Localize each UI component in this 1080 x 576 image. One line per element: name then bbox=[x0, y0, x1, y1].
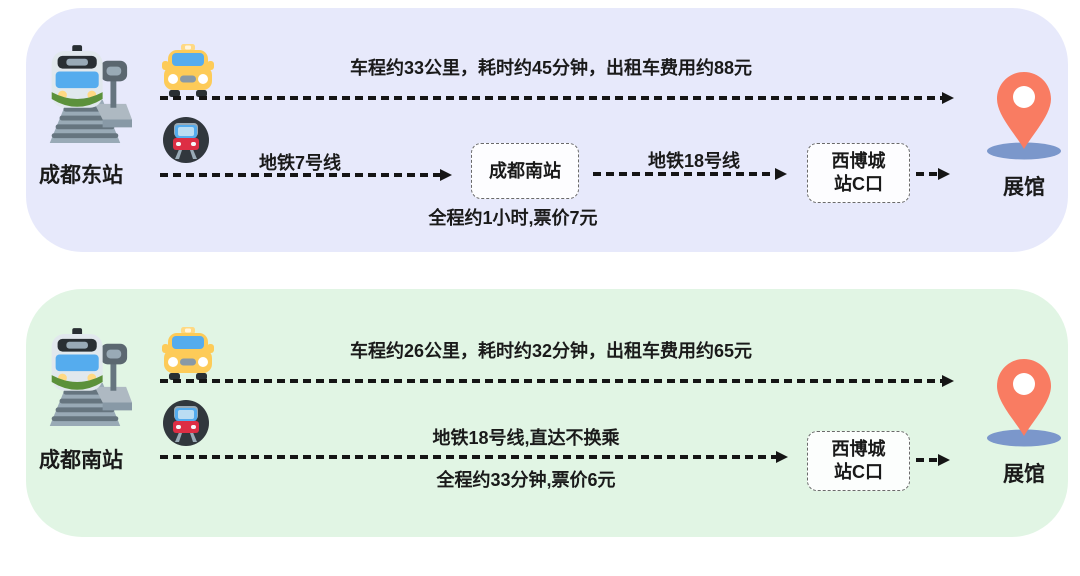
metro-leg2-arrow bbox=[593, 172, 775, 176]
metro-leg1-label: 地铁18号线,直达不换乘 bbox=[432, 428, 620, 448]
metro-exit-label-line1: 西博城 bbox=[831, 151, 886, 171]
taxi-route-info: 车程约26公里，耗时约32分钟，出租车费用约65元 bbox=[349, 341, 753, 361]
station-name-label: 成都东站 bbox=[39, 164, 123, 187]
metro-leg1-arrow bbox=[160, 173, 440, 177]
metro-leg1-arrow bbox=[160, 455, 776, 459]
train-station-icon bbox=[38, 44, 132, 148]
metro-leg1-label: 地铁7号线 bbox=[258, 153, 341, 173]
taxi-route-arrow bbox=[160, 96, 942, 100]
destination-pin-icon bbox=[984, 355, 1064, 447]
destination-pin-icon bbox=[984, 68, 1064, 160]
metro-stop-label: 成都南站 bbox=[489, 160, 561, 181]
route-panel-south-station: 成都南站 车程约26公里，耗时约32分钟，出租车费用约65元 bbox=[26, 289, 1068, 537]
metro-final-arrow bbox=[916, 172, 938, 176]
train-station-icon bbox=[38, 327, 132, 431]
metro-icon bbox=[162, 399, 210, 447]
station-name-label: 成都南站 bbox=[39, 449, 123, 472]
taxi-route-info: 车程约33公里，耗时约45分钟，出租车费用约88元 bbox=[349, 58, 753, 78]
metro-exit-label-line1: 西博城 bbox=[831, 439, 886, 459]
destination-label: 展馆 bbox=[1003, 463, 1045, 486]
metro-final-arrow bbox=[916, 458, 938, 462]
route-panel-east-station: 成都东站 车程约33公里，耗时约45分钟，出租车费用约88元 bbox=[26, 8, 1068, 252]
metro-exit-box: 西博城 站C口 bbox=[807, 143, 910, 203]
metro-exit-label-line2: 站C口 bbox=[834, 462, 883, 482]
metro-stop-box: 成都南站 bbox=[471, 143, 579, 199]
metro-route-note: 全程约33分钟,票价6元 bbox=[436, 470, 616, 490]
metro-exit-box: 西博城 站C口 bbox=[807, 431, 910, 491]
metro-route-note: 全程约1小时,票价7元 bbox=[428, 208, 598, 228]
metro-leg2-label: 地铁18号线 bbox=[647, 151, 741, 171]
metro-icon bbox=[162, 116, 210, 164]
metro-exit-label-line2: 站C口 bbox=[834, 174, 883, 194]
taxi-route-arrow bbox=[160, 379, 942, 383]
taxi-icon bbox=[162, 327, 214, 381]
destination-label: 展馆 bbox=[1003, 176, 1045, 199]
